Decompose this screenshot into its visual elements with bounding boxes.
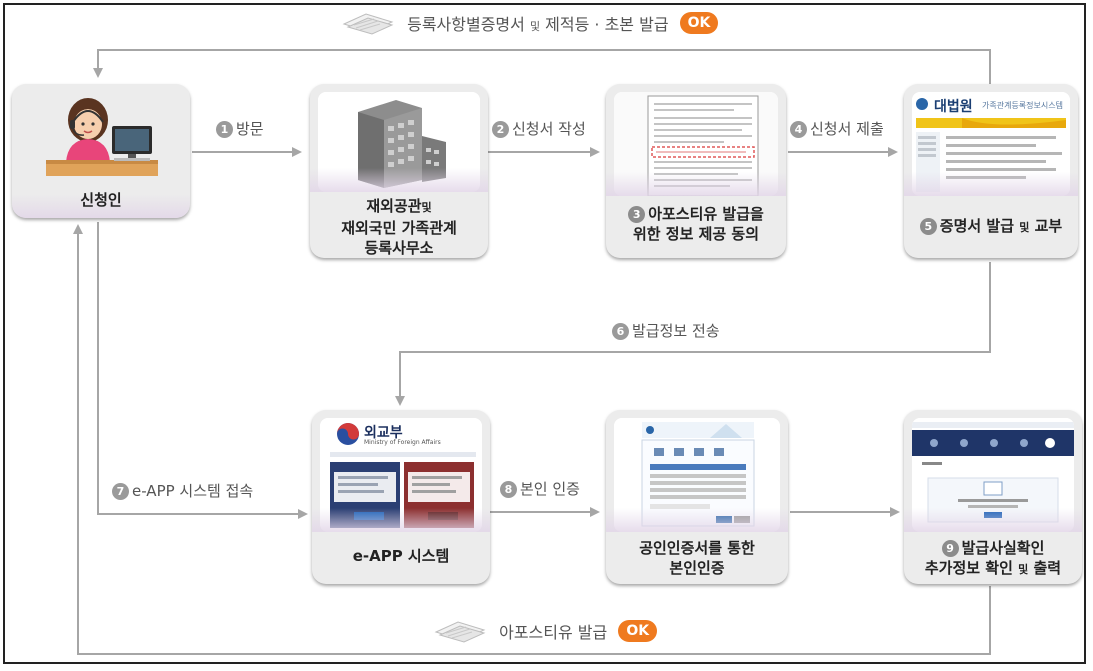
court-screen-subtitle: 가족관계등록정보시스템 xyxy=(982,101,1063,110)
mofa-screen-title: 외교부 xyxy=(364,425,403,441)
top-banner: 등록사항별증명서 및 제적등 · 초본 발급 OK xyxy=(340,10,719,38)
bottom-banner: 아포스티유 발급 OK xyxy=(432,618,658,646)
edge-transfer xyxy=(395,262,991,406)
node-office-label: 재외공관및 재외국민 가족관계 등록사무소 xyxy=(341,197,457,257)
bottom-banner-text: 아포스티유 발급 xyxy=(499,623,608,642)
ok-badge-top: OK xyxy=(679,12,719,34)
edge-access xyxy=(97,222,308,519)
paper-stack-icon xyxy=(434,621,486,643)
top-banner-text-b: 제적등 · 초본 발급 xyxy=(545,15,669,34)
paper-stack-icon xyxy=(342,13,394,35)
node-eapp: 외교부 Ministry of Foreign Affairs e-APP 시스… xyxy=(312,410,490,584)
node-cert-auth: 공인인증서를 통한 본인인증 xyxy=(606,410,788,584)
ok-badge-bottom: OK xyxy=(618,620,658,642)
court-screen-title: 대법원 xyxy=(934,99,973,115)
applicant-illustration xyxy=(46,98,158,176)
node-applicant-label: 신청인 xyxy=(80,191,122,209)
diagram-frame xyxy=(3,3,1086,664)
mofa-screen-subtitle: Ministry of Foreign Affairs xyxy=(364,439,441,446)
top-banner-text-a: 등록사항별증명서 xyxy=(407,15,525,34)
edge-bottom-return xyxy=(73,224,991,655)
top-banner-text-small: 및 xyxy=(529,20,541,33)
node-eapp-label: e-APP 시스템 xyxy=(352,547,450,565)
edge-top-return xyxy=(93,49,991,84)
node-cert-auth-label: 공인인증서를 통한 본인인증 xyxy=(639,539,755,577)
node-office: 재외공관및 재외국민 가족관계 등록사무소 xyxy=(310,84,488,258)
node-applicant: 신청인 xyxy=(12,84,190,218)
eapp-screen: 외교부 Ministry of Foreign Affairs xyxy=(320,418,482,532)
